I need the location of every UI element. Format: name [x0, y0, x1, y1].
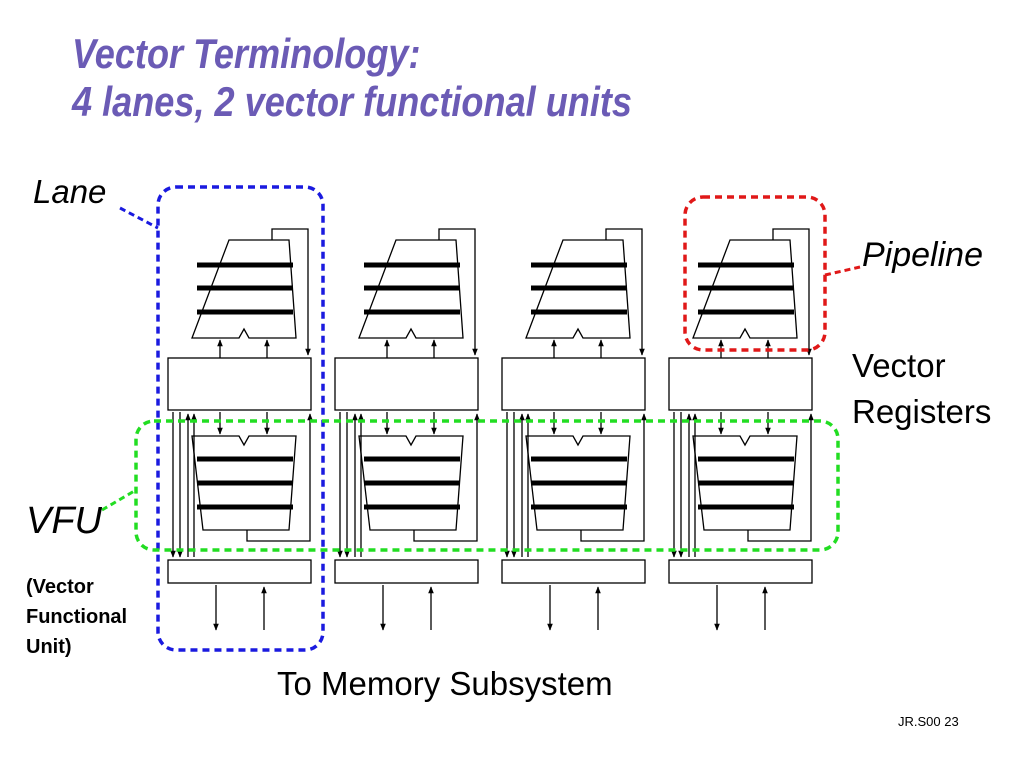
lane-1 [167, 228, 313, 631]
vfu-stage-bar [531, 480, 627, 486]
vfu-writeback-wire [413, 413, 480, 542]
vfu-writeback-wire [580, 413, 647, 542]
pipeline-stage-bar [698, 262, 794, 268]
lane-highlight-box [156, 185, 325, 652]
vfu-writeback-wire [747, 413, 814, 542]
lane-3 [501, 228, 647, 631]
memory-interface-box [167, 559, 312, 584]
vector-registers-label-line-2: Registers [852, 393, 992, 430]
vfu-expansion-line-2: Functional [26, 606, 128, 628]
pipeline-writeback-wire [271, 228, 311, 356]
vfu-stage-bar [698, 480, 794, 486]
pipeline-writeback-wire [605, 228, 645, 356]
vector-register-file [501, 357, 646, 411]
pipeline-writeback-wire [772, 228, 812, 356]
pipeline-stage-bar [197, 309, 293, 315]
pipeline-stage-bar [197, 262, 293, 268]
pipeline-stage-bar [698, 285, 794, 291]
memory-subsystem-label: To Memory Subsystem [277, 665, 613, 702]
slide-title: Vector Terminology: 4 lanes, 2 vector fu… [72, 30, 632, 126]
vfu-label: VFU [26, 500, 102, 542]
lane-label: Lane [33, 173, 107, 210]
vfu-stage-bar [698, 504, 794, 510]
pipeline-stage-bar [698, 309, 794, 315]
pipeline-stage-bar [531, 262, 627, 268]
vector-registers-label-line-1: Vector [852, 347, 946, 384]
pipeline-stage-bar [364, 285, 460, 291]
title-line-1: Vector Terminology: [72, 30, 421, 77]
vfu-leader-line [101, 488, 137, 512]
pipeline-stage-bar [364, 309, 460, 315]
vector-register-file [167, 357, 312, 411]
pipeline-writeback-wire [438, 228, 478, 356]
vfu-stage-bar [364, 480, 460, 486]
vfu-stage-bar [364, 504, 460, 510]
vfu-stage-bar [364, 456, 460, 462]
pipeline-label: Pipeline [862, 236, 983, 274]
vfu-stage-bar [698, 456, 794, 462]
memory-interface-box [501, 559, 646, 584]
slide-footer: JR.S00 23 [898, 714, 959, 729]
pipeline-stage-bar [531, 309, 627, 315]
vfu-stage-bar [531, 504, 627, 510]
vector-register-file [668, 357, 813, 411]
memory-interface-box [334, 559, 479, 584]
memory-interface-box [668, 559, 813, 584]
pipeline-highlight-box [683, 195, 827, 352]
title-line-2: 4 lanes, 2 vector functional units [72, 78, 633, 125]
vfu-stage-bar [197, 456, 293, 462]
pipeline-stage-bar [531, 285, 627, 291]
vfu-stage-bar [197, 480, 293, 486]
lane-leader-line [119, 206, 159, 230]
vfu-stage-bar [197, 504, 293, 510]
vfu-stage-bar [531, 456, 627, 462]
vfu-writeback-wire [246, 413, 313, 542]
pipeline-stage-bar [364, 262, 460, 268]
vfu-expansion-label: (Vector Functional Unit) [26, 572, 127, 662]
pipeline-stage-bar [197, 285, 293, 291]
vfu-expansion-line-3: Unit) [26, 636, 72, 658]
vfu-expansion-line-1: (Vector [26, 576, 94, 598]
lane-4 [668, 228, 814, 631]
lane-2 [334, 228, 480, 631]
pipeline-leader-line [824, 265, 861, 277]
vector-register-file [334, 357, 479, 411]
